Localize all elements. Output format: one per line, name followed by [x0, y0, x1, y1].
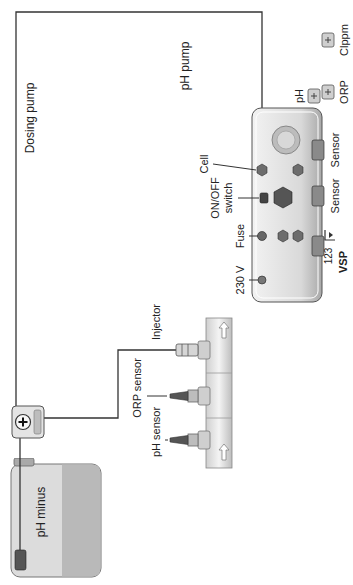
port-label: Fuse [234, 224, 247, 248]
injector [176, 341, 210, 359]
leader-line [213, 164, 256, 170]
port-label: Cell [198, 155, 211, 174]
port-label: 230 V [234, 266, 247, 295]
port-label: ON/OFF switch [209, 175, 234, 221]
icon-label: VSP [337, 251, 350, 273]
icon-label: 123 [323, 248, 335, 265]
vsp-icon [325, 230, 335, 240]
leader-line [238, 198, 259, 199]
tank-body [11, 464, 101, 577]
sensor-icon [308, 89, 320, 103]
part-label: Dosing pump [24, 83, 38, 154]
tank-liquid [62, 465, 101, 577]
ph-sensor [170, 431, 210, 449]
part-label: ORP sensor [131, 358, 144, 418]
controller [252, 108, 324, 302]
port-label: Sensor [329, 133, 342, 168]
sensor-icon [322, 33, 334, 47]
icon-label: Clppm [338, 24, 351, 56]
leader-line [249, 236, 258, 237]
icon-label: ORP [338, 80, 351, 104]
sensor-icon [322, 85, 334, 99]
suction-tube [19, 438, 20, 460]
foot-valve [15, 550, 26, 570]
part-label: Injector [150, 304, 163, 340]
icon-label: pH [293, 89, 306, 103]
leader-line [147, 396, 167, 397]
leader-line [165, 440, 168, 441]
tank-cap [14, 458, 34, 466]
dosing-pump [12, 406, 44, 438]
orp-sensor [170, 387, 210, 405]
suction-tube [19, 458, 20, 550]
chemical-tank: pH minus [10, 458, 102, 578]
port-label: Sensor [329, 179, 342, 214]
tank-label: pH minus [35, 487, 49, 538]
leader-line [249, 280, 258, 281]
tank-outline [10, 458, 102, 578]
cable-label: pH pump [179, 42, 193, 91]
part-label: pH sensor [150, 407, 163, 457]
